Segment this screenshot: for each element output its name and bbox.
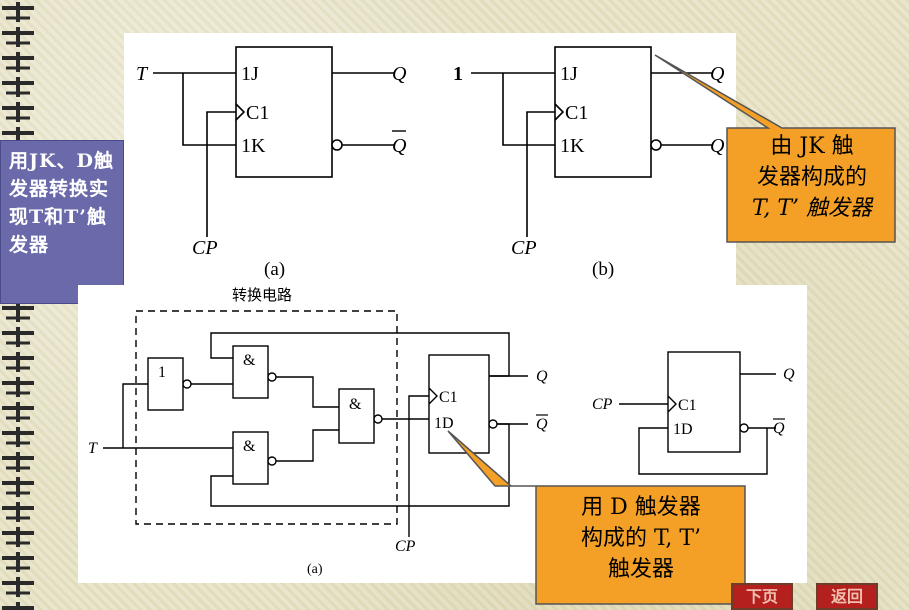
d-flipflop-tprime-box	[667, 351, 741, 453]
jk-b-k-label: 1K	[560, 135, 585, 157]
jk-b-caption: (b)	[592, 259, 614, 280]
d-circuit-caption: (a)	[307, 562, 323, 577]
and-gate-upper	[232, 345, 269, 399]
d-flipflop-main	[428, 354, 490, 454]
jk-b-c-label: C1	[565, 102, 588, 124]
callout-jk-line3: T, T’ 触发器	[751, 196, 873, 221]
conversion-box-title: 转换电路	[232, 286, 292, 304]
d-flipflop-tprime	[619, 351, 776, 475]
callout-d-line2: 构成的 T, T’	[580, 526, 702, 551]
d-tprime-q-label: Q	[783, 366, 795, 383]
jk-a-qbar-label: Q	[392, 135, 407, 157]
callout-jk-line2: 发器构成的	[756, 165, 867, 190]
callout-d-text: 用 D 触发器 构成的 T, T’ 触发器	[540, 492, 742, 585]
jk-a-cp-label: CP	[192, 237, 218, 259]
jk-b-q-label: Q	[710, 63, 725, 85]
callout-d-line3: 触发器	[607, 557, 674, 582]
jk-a-t-label: T	[136, 63, 149, 85]
and-gate-output-label: &	[349, 396, 362, 413]
d-main-q-label: Q	[536, 368, 548, 385]
top-diagram-panel	[124, 33, 736, 285]
jk-flipflop-b	[471, 46, 712, 237]
jk-a-k-label: 1K	[241, 135, 266, 157]
and-gate-upper-label: &	[243, 352, 256, 369]
and-gate-lower-label: &	[243, 438, 256, 455]
back-button[interactable]: 返回	[816, 583, 878, 610]
callout-d-shape	[447, 430, 746, 605]
next-page-button[interactable]: 下页	[731, 583, 793, 610]
jk-a-j-label: 1J	[241, 63, 259, 85]
callout-jk-shape	[654, 54, 896, 243]
d-main-qbar-label: Q	[536, 416, 548, 433]
sidebar-title-text: 用JK、D触发器转换实现T和T’触发器	[9, 150, 114, 256]
d-tprime-qbar-label: Q	[773, 420, 785, 437]
callout-d-line1: 用 D 触发器	[581, 495, 701, 520]
conversion-circuit-box	[135, 310, 398, 525]
d-circuit-t-label: T	[88, 440, 98, 457]
d-main-d-label: 1D	[434, 415, 454, 432]
callout-jk-line1: 由 JK 触	[770, 134, 854, 159]
jk-a-caption: (a)	[264, 259, 285, 280]
jk-b-cp-label: CP	[511, 237, 537, 259]
jk-b-j-label: 1J	[560, 63, 578, 85]
d-tprime-c-label: C1	[678, 397, 697, 414]
jk-b-qbar-label: Q	[710, 135, 725, 157]
sidebar-title: 用JK、D触发器转换实现T和T’触发器	[0, 140, 124, 304]
jk-a-q-label: Q	[392, 63, 407, 85]
d-tprime-d-label: 1D	[673, 421, 693, 438]
jk-b-one-label: 1	[453, 63, 463, 85]
not-gate-label: 1	[158, 364, 166, 381]
jk-flipflop-a	[153, 46, 394, 237]
d-main-c-label: C1	[439, 389, 458, 406]
jk-a-c-label: C1	[246, 102, 269, 124]
d-main-cp-label: CP	[395, 538, 416, 555]
and-gate-output	[338, 388, 375, 444]
d-tprime-cp-label: CP	[592, 396, 613, 413]
and-gate-lower	[232, 431, 269, 485]
callout-jk-text: 由 JK 触 发器构成的 T, T’ 触发器	[731, 131, 893, 224]
